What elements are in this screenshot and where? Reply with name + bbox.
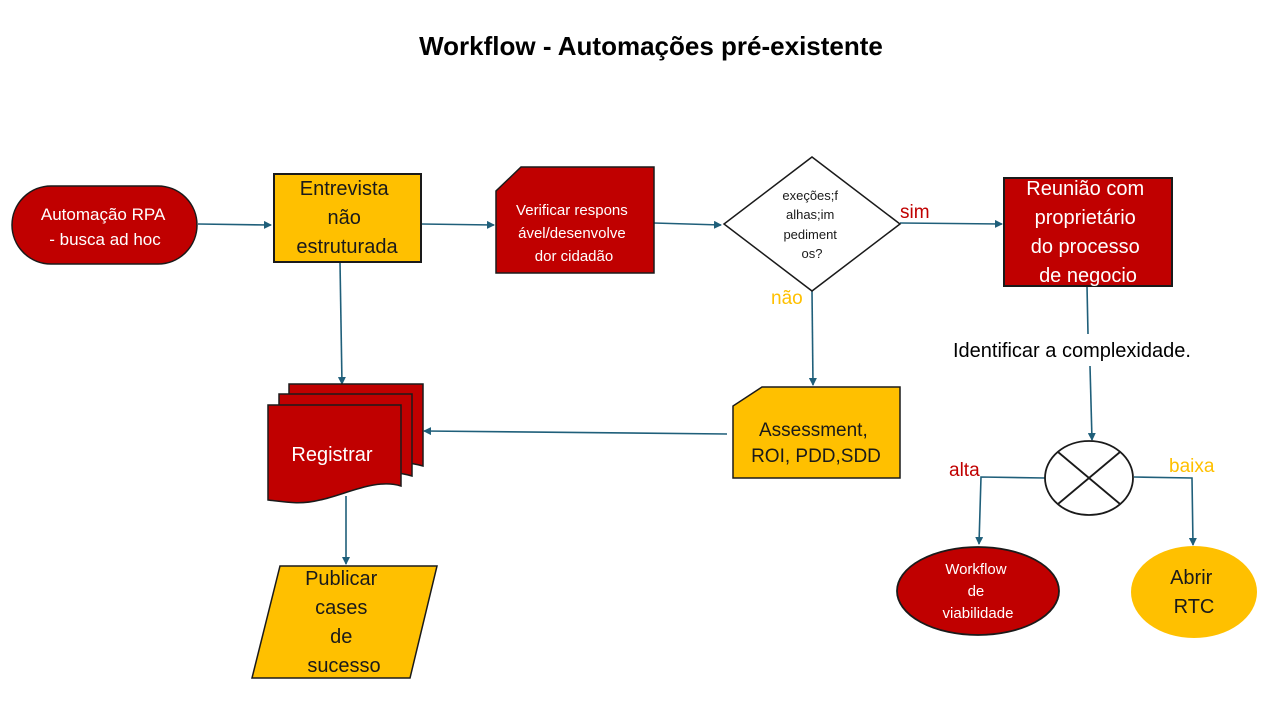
registrar-label: Registrar [291,444,372,466]
diagram-title: Workflow - Automações pré-existente [419,31,883,61]
start-terminator-shape [11,185,198,265]
arrow-decision-to-assessment [808,290,817,386]
arrow-start-to-entrevista [197,220,272,229]
node-publicar: Publicar cases de sucesso [251,565,438,679]
node-abrir-rtc: Abrir RTC [1131,546,1257,638]
verificar-label: Verificar respons ável/desenvolve dor ci… [516,202,632,265]
node-decision: exeções;f alhas;im pediment os? [722,156,902,292]
verificar-card-shape [495,166,655,274]
node-entrevista: Entrevista não estruturada [273,173,422,263]
reuniao-label: Reunião com proprietário do processo de … [1026,178,1149,287]
workflow-viabilidade-ellipse [896,546,1060,636]
node-verificar: Verificar respons ável/desenvolve dor ci… [495,166,655,274]
edge-label-baixa: baixa [1169,456,1215,477]
arrow-junction-to-baixa [1133,476,1197,546]
arrow-label-to-junction [1087,365,1096,441]
arrow-entrevista-to-verificar [420,220,495,229]
abrir-rtc-ellipse [1131,546,1257,638]
connectors [197,219,1197,565]
entrevista-process-shape [273,173,422,263]
arrow-decision-to-reuniao [899,219,1003,228]
arrow-verificar-to-decision [653,220,722,229]
decision-diamond-shape [722,156,902,292]
node-assessment: Assessment, ROI, PDD,SDD [732,386,901,479]
assessment-card-shape [732,386,901,479]
arrow-junction-to-alta [975,476,1046,545]
node-or-junction [1044,440,1134,516]
node-workflow-viabilidade: Workflow de viabilidade [896,546,1060,636]
node-start: Automação RPA - busca ad hoc [11,185,198,265]
start-label: Automação RPA - busca ad hoc [41,205,169,249]
edge-label-identificar: Identificar a complexidade. [953,340,1191,362]
entrevista-label: Entrevista não estruturada [296,178,398,258]
abrir-rtc-label: Abrir RTC [1170,567,1218,618]
publicar-data-shape [251,565,438,679]
edge-label-alta: alta [949,460,980,481]
publicar-label: Publicar cases de sucesso [305,568,383,677]
assessment-label: Assessment, ROI, PDD,SDD [751,420,881,467]
decision-label: exeções;f alhas;im pediment os? [782,188,841,261]
edge-label-sim: sim [900,202,930,223]
registrar-document-front [267,404,402,504]
arrow-assessment-to-registrar [423,427,728,436]
arrow-entrevista-to-registrar [337,261,346,385]
node-registrar: Registrar [267,383,424,504]
workflow-viabilidade-label: Workflow de viabilidade [943,561,1014,622]
node-reuniao: Reunião com proprietário do processo de … [1003,177,1173,287]
line-reuniao-to-label [1086,285,1089,335]
reuniao-process-shape [1003,177,1173,287]
edge-label-nao: não [771,288,803,309]
